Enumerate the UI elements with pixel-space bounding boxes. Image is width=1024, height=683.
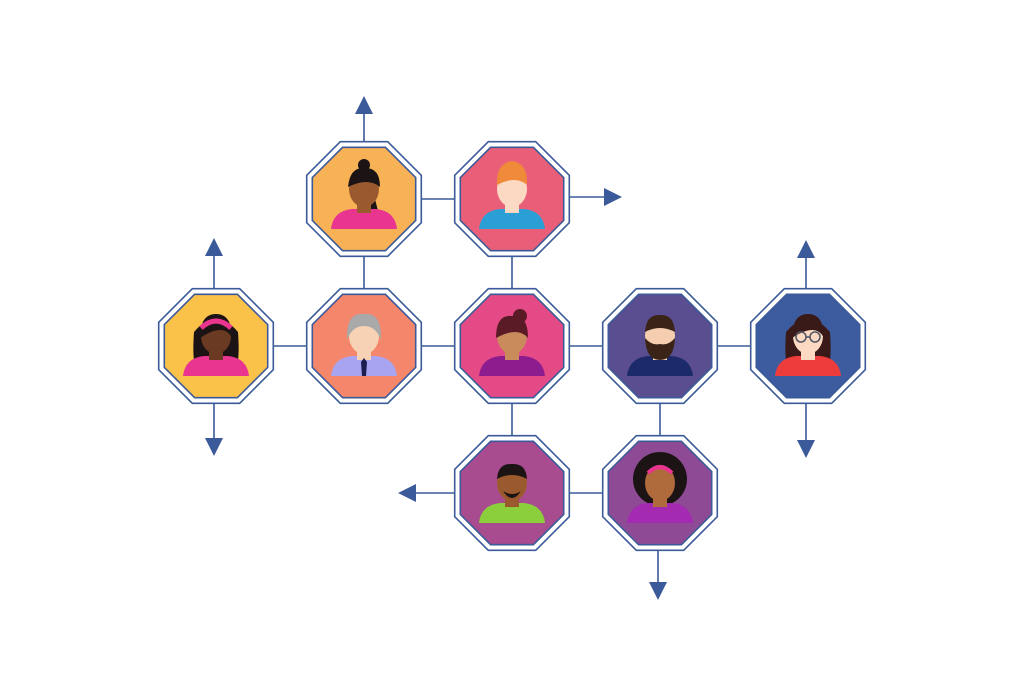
node-man-beard <box>601 287 719 405</box>
avatar-man-grey-hair-icon <box>331 313 397 376</box>
avatar-man-goatee-icon <box>479 463 545 523</box>
node-woman-glasses <box>749 287 867 405</box>
avatar-woman-ponytail-icon <box>331 159 397 229</box>
arrow-down-headband <box>205 403 223 456</box>
arrow-up-glasses <box>797 240 815 289</box>
outgoing-arrows <box>205 96 815 600</box>
avatar-woman-afro-icon <box>627 452 693 523</box>
arrow-up-ponytail <box>355 96 373 142</box>
person-nodes <box>157 140 867 552</box>
node-woman-headband <box>157 287 275 405</box>
avatar-man-orange-hair-icon <box>479 161 545 229</box>
arrow-right-orange-hair <box>569 188 622 206</box>
node-woman-afro <box>601 434 719 552</box>
avatar-man-beard-icon <box>627 314 693 376</box>
avatar-woman-bun-icon <box>479 309 545 376</box>
avatar-woman-glasses-icon <box>775 314 841 376</box>
node-woman-bun <box>453 287 571 405</box>
arrow-down-afro <box>649 550 667 600</box>
arrow-down-glasses <box>797 403 815 458</box>
node-man-goatee <box>453 434 571 552</box>
avatar-woman-headband-icon <box>183 314 249 376</box>
node-woman-ponytail <box>305 140 423 258</box>
node-man-orange-hair <box>453 140 571 258</box>
arrow-left-goatee <box>398 484 455 502</box>
arrow-up-headband <box>205 238 223 289</box>
node-man-grey-hair <box>305 287 423 405</box>
